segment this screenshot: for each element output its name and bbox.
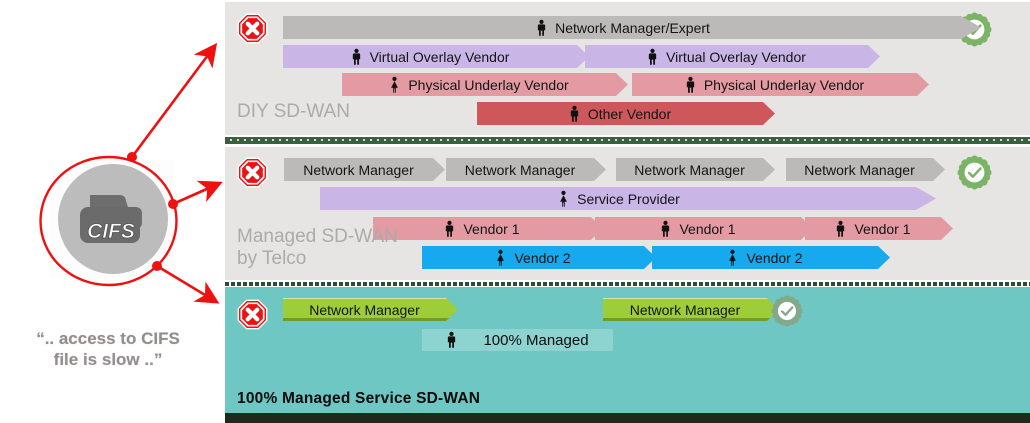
arrow-virtual-overlay-vendor-1: Virtual Overlay Vendor — [283, 45, 589, 68]
arrow-label: Other Vendor — [587, 105, 672, 122]
arrow-vendor1-2: Vendor 1 — [595, 217, 813, 240]
arrow-label: Virtual Overlay Vendor — [666, 48, 806, 65]
panel-100-managed-sdwan: Network Manager Network Manager 100% Man… — [225, 287, 1030, 423]
arrow-network-manager-4: Network Manager — [786, 158, 945, 181]
arrow-network-manager-expert: Network Manager/Expert — [283, 16, 981, 39]
arrow-network-manager-green-2: Network Manager — [603, 298, 779, 321]
person-icon — [351, 48, 362, 66]
panel-divider — [225, 136, 1030, 145]
folder-icon: CIFS — [79, 195, 142, 243]
arrow-network-manager-green-1: Network Manager — [283, 298, 458, 321]
arrow-label: Vendor 2 — [514, 249, 571, 266]
person-icon — [647, 48, 658, 66]
panel-managed-sdwan-telco: Network Manager Network Manager Network … — [225, 147, 1030, 280]
arrow-label: Network Manager — [464, 161, 576, 178]
arrow-vendor2-2: Vendor 2 — [652, 246, 890, 269]
approved-badge-icon — [957, 155, 992, 190]
arrow-label: Network Manager — [303, 161, 414, 178]
panel-divider — [225, 281, 1030, 286]
arrow-vendor1-3: Vendor 1 — [805, 217, 953, 240]
arrow-label: Vendor 1 — [463, 220, 520, 237]
arrow-vendor2-1: Vendor 2 — [422, 246, 656, 269]
arrow-label: Physical Underlay Vendor — [408, 76, 569, 93]
arrow-network-manager-1: Network Manager — [284, 158, 445, 181]
person-icon — [685, 76, 696, 94]
arrow-label: Network Manager — [309, 301, 420, 318]
managed-note-label: 100% Managed — [483, 331, 589, 349]
arrow-virtual-overlay-vendor-2: Virtual Overlay Vendor — [585, 45, 880, 68]
person-icon — [446, 331, 457, 349]
panel-label-diy: DIY SD-WAN — [237, 101, 350, 122]
person-female-icon — [389, 76, 400, 94]
panel-label-managed: Managed SD-WAN by Telco — [237, 226, 398, 269]
arrow-service-provider: Service Provider — [320, 187, 936, 210]
person-female-icon — [727, 249, 738, 267]
person-icon — [569, 105, 580, 123]
arrow-vendor1-1: Vendor 1 — [373, 217, 603, 240]
arrow-label: Vendor 1 — [854, 220, 911, 237]
arrow-label: Network Manager — [629, 301, 741, 318]
arrow-label: Network Manager — [634, 161, 745, 178]
panel-bottom-strip — [225, 413, 1030, 423]
arrow-network-manager-3: Network Manager — [616, 158, 775, 181]
arrow-label: Physical Underlay Vendor — [703, 76, 865, 93]
prohibited-icon — [237, 299, 268, 330]
arrow-label: Network Manager/Expert — [555, 19, 710, 36]
svg-text:CIFS: CIFS — [87, 220, 135, 243]
cifs-folder-circle: CIFS — [57, 164, 168, 274]
pointer-arrow-middle — [172, 180, 223, 206]
person-icon — [660, 220, 671, 238]
arrow-other-vendor: Other Vendor — [477, 102, 775, 125]
quote-access-cifs-slow: “.. access to CIFS file is slow ..” — [36, 329, 180, 369]
person-icon — [835, 220, 846, 238]
prohibited-icon — [237, 157, 268, 188]
arrow-label: Vendor 1 — [679, 220, 736, 237]
prohibited-icon — [237, 13, 268, 44]
panel-title-100-managed: 100% Managed Service SD-WAN — [237, 390, 481, 407]
arrow-label: Vendor 2 — [746, 249, 803, 266]
panel-diy-sdwan: Network Manager/Expert Virtual Overlay V… — [225, 2, 1030, 135]
cifs-file-icon: CIFS — [50, 160, 175, 278]
person-icon — [444, 220, 455, 238]
person-female-icon — [495, 249, 506, 267]
person-female-icon — [558, 190, 569, 208]
approved-badge-icon — [771, 295, 803, 327]
arrow-label: Network Manager — [804, 161, 915, 178]
arrow-physical-underlay-vendor-2: Physical Underlay Vendor — [632, 73, 929, 96]
arrow-physical-underlay-vendor-1: Physical Underlay Vendor — [342, 73, 628, 96]
managed-note-strip: 100% Managed — [422, 329, 613, 351]
arrow-label: Virtual Overlay Vendor — [369, 48, 510, 65]
person-icon — [536, 19, 547, 37]
pointer-arrow-top — [130, 42, 218, 158]
arrow-network-manager-2: Network Manager — [446, 158, 606, 181]
arrow-label: Service Provider — [577, 190, 680, 207]
